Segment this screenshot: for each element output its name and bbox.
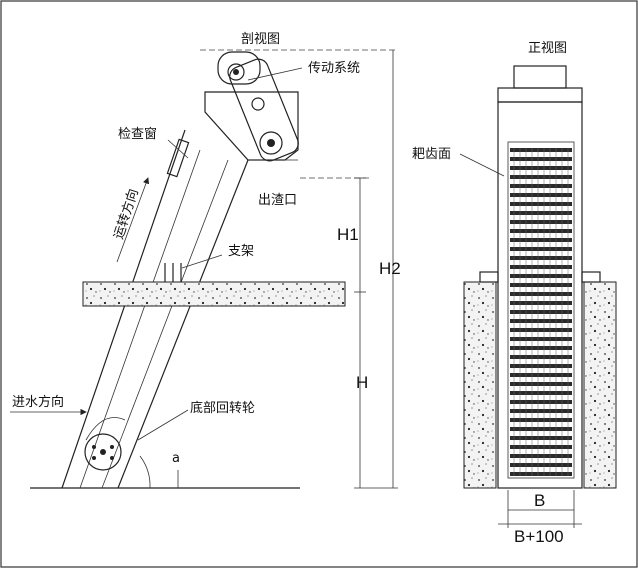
bottom-wheel-bolt-2 bbox=[110, 445, 114, 449]
leader-drive-system bbox=[247, 67, 303, 81]
dim-h2-label: H2 bbox=[379, 259, 401, 278]
rake-bar bbox=[510, 364, 572, 368]
rake-bar bbox=[510, 382, 572, 386]
right-wall bbox=[583, 281, 617, 489]
rake-bar bbox=[510, 256, 572, 260]
rake-bar bbox=[510, 310, 572, 314]
bottom-wheel-bolt-4 bbox=[110, 456, 114, 460]
angle-label: a bbox=[172, 451, 180, 466]
rake-bar bbox=[510, 346, 572, 350]
rake-bar bbox=[510, 193, 572, 197]
front-view-title: 正视图 bbox=[528, 41, 567, 56]
dim-h1-label: H1 bbox=[337, 225, 359, 244]
dim-h-label: H bbox=[356, 373, 368, 392]
discharge-outlet-label: 出渣口 bbox=[258, 193, 297, 208]
drive-motor-housing bbox=[217, 51, 261, 85]
rake-bar bbox=[510, 283, 572, 287]
rake-bar bbox=[510, 157, 572, 161]
side-view-title: 剖视图 bbox=[241, 32, 280, 47]
bottom-wheel-circle bbox=[84, 433, 122, 471]
support-label: 支架 bbox=[228, 244, 254, 259]
rake-bar bbox=[510, 427, 572, 431]
front-top-cap bbox=[497, 87, 583, 103]
inspection-window-label: 检查窗 bbox=[118, 126, 157, 142]
floor-slab bbox=[82, 281, 346, 307]
rake-bar bbox=[510, 409, 572, 413]
rake-bar bbox=[510, 274, 572, 278]
dim-b100-label: B+100 bbox=[514, 527, 564, 546]
rake-bar bbox=[510, 292, 572, 296]
bottom-wheel-label: 底部回转轮 bbox=[190, 400, 255, 416]
rake-bar bbox=[510, 454, 572, 458]
rake-bar bbox=[510, 148, 572, 152]
rake-bar bbox=[510, 436, 572, 440]
rake-face-label: 耙齿面 bbox=[412, 147, 451, 162]
rake-bar bbox=[510, 472, 572, 476]
rake-bar bbox=[510, 337, 572, 341]
rake-bar bbox=[510, 211, 572, 215]
rake-bar bbox=[510, 184, 572, 188]
travel-direction-arrow bbox=[116, 177, 150, 263]
upper-housing bbox=[204, 91, 299, 161]
rake-bar bbox=[510, 301, 572, 305]
rake-bar bbox=[510, 418, 572, 422]
dim-b-label: B bbox=[534, 491, 545, 510]
bottom-wheel-bolt-3 bbox=[92, 456, 96, 460]
bottom-guard bbox=[85, 417, 126, 441]
rake-bar bbox=[510, 229, 572, 233]
frame-outer-right bbox=[117, 159, 249, 489]
rake-bar bbox=[510, 319, 572, 323]
front-frame bbox=[497, 101, 583, 489]
front-view: 正视图 耙齿面 B B+100 bbox=[412, 41, 617, 546]
rake-bar bbox=[510, 391, 572, 395]
rake-bar bbox=[510, 265, 572, 269]
leader-rake-face bbox=[459, 153, 505, 177]
rake-bar bbox=[510, 220, 572, 224]
inspection-window-frame bbox=[166, 138, 190, 178]
frame-inner-2 bbox=[101, 159, 229, 489]
left-bracket bbox=[479, 271, 499, 283]
rake-bar bbox=[510, 463, 572, 467]
frame-outer-left bbox=[61, 129, 186, 489]
head-wheel bbox=[259, 131, 283, 155]
rake-bar bbox=[510, 400, 572, 404]
rake-bars bbox=[510, 148, 572, 476]
side-view: 剖视图 传动系统 检查窗 运转方向 出渣口 支架 进水方向 底部回转轮 a H1… bbox=[10, 32, 401, 489]
drive-sprocket-hub bbox=[233, 69, 239, 75]
drive-arm bbox=[229, 58, 299, 162]
bottom-wheel-bolt-1 bbox=[92, 445, 96, 449]
rake-bar bbox=[510, 175, 572, 179]
rake-bar bbox=[510, 247, 572, 251]
rake-bar bbox=[510, 445, 572, 449]
left-wall bbox=[463, 281, 497, 489]
rake-bar bbox=[510, 373, 572, 377]
front-motor bbox=[513, 65, 567, 89]
drive-sprocket bbox=[227, 63, 245, 81]
frame-inner-1 bbox=[79, 149, 201, 489]
rake-bar bbox=[510, 238, 572, 242]
rake-bar bbox=[510, 355, 572, 359]
angle-arc bbox=[139, 455, 151, 489]
rake-panel bbox=[507, 141, 575, 479]
rake-bar bbox=[510, 202, 572, 206]
rake-bar bbox=[510, 328, 572, 332]
water-inflow-label: 进水方向 bbox=[12, 394, 64, 410]
right-bracket bbox=[581, 271, 601, 283]
rake-bar bbox=[510, 166, 572, 170]
head-wheel-hub bbox=[267, 139, 275, 147]
travel-direction-label: 运转方向 bbox=[111, 187, 142, 241]
leader-support bbox=[181, 254, 223, 269]
leader-inspection-window bbox=[167, 139, 189, 159]
tension-wheel bbox=[251, 97, 265, 111]
leader-bottom-wheel bbox=[137, 409, 189, 441]
drive-system-label: 传动系统 bbox=[308, 61, 360, 76]
bottom-wheel-hub bbox=[100, 449, 106, 455]
